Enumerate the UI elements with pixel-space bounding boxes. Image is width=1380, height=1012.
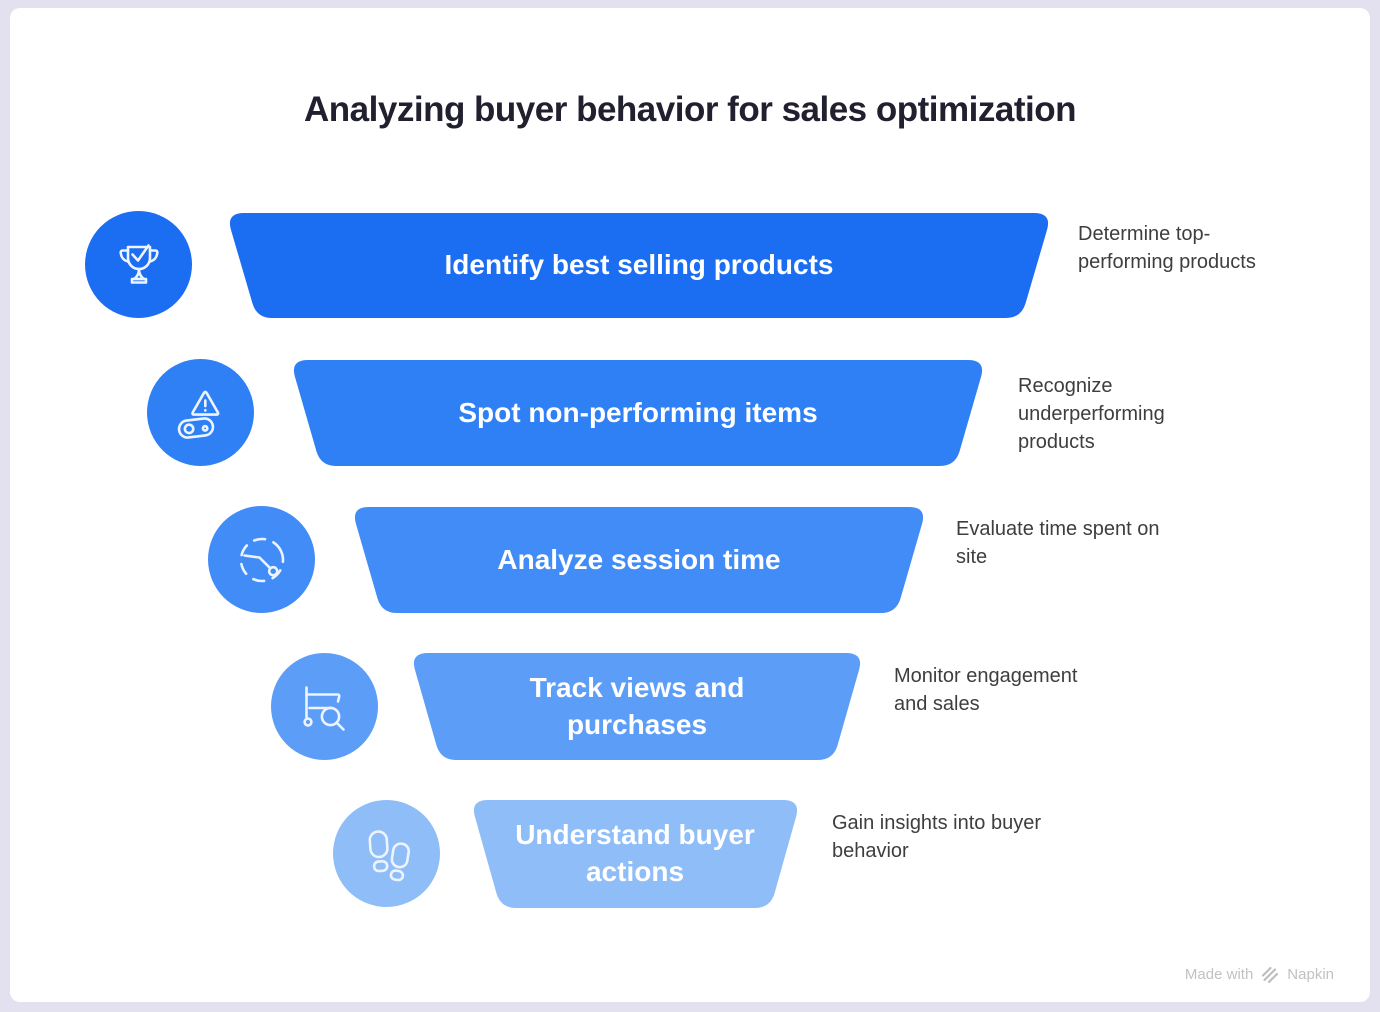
funnel-stage-5-label: Understand buyer actions [515, 819, 755, 887]
funnel-stage-5[interactable] [470, 800, 801, 908]
warning-mouse-icon[interactable] [147, 359, 254, 466]
funnel-stage-3[interactable] [351, 507, 927, 613]
funnel-stage-4-label: Track views and purchases [529, 671, 745, 740]
funnel-stage-2[interactable] [290, 360, 986, 466]
funnel-stage-4[interactable] [410, 653, 864, 760]
diagram-card: Analyzing buyer behavior for sales optim… [10, 8, 1370, 1002]
stopwatch-glyph [239, 537, 284, 582]
funnel-stage-2-label: Spot non-performing items [458, 396, 818, 428]
funnel-stage-3-label: Analyze session time [497, 543, 781, 575]
trophy-check-glyph [118, 243, 159, 284]
footprints-icon[interactable] [333, 800, 440, 907]
cart-search-icon[interactable] [271, 653, 378, 760]
funnel-stage-3-description: Evaluate time spent on site [956, 518, 1160, 568]
funnel-stage-4-description: Monitor engagement and sales [894, 665, 1078, 715]
warning-mouse-glyph [177, 390, 219, 439]
cart-search-glyph [302, 685, 345, 731]
made-with-text: Made with [1184, 965, 1254, 983]
napkin-logo-icon [1262, 966, 1279, 983]
funnel-stage-1-description: Determine top-performing products [1078, 223, 1256, 273]
diagram-title: Analyzing buyer behavior for sales optim… [304, 90, 1076, 129]
funnel-stage-1[interactable] [226, 213, 1052, 318]
funnel-stage-2-description: Recognize underperforming products [1018, 375, 1165, 453]
funnel-stage-1-label: Identify best selling products [444, 249, 834, 281]
footer-credit[interactable]: Made with Napkin [1185, 965, 1334, 983]
napkin-brand-text: Napkin [1287, 965, 1334, 983]
trophy-check-icon[interactable] [85, 211, 192, 318]
footprints-glyph [368, 829, 410, 881]
stopwatch-icon[interactable] [208, 506, 315, 613]
funnel-stage-5-description: Gain insights into buyer behavior [832, 812, 1042, 862]
